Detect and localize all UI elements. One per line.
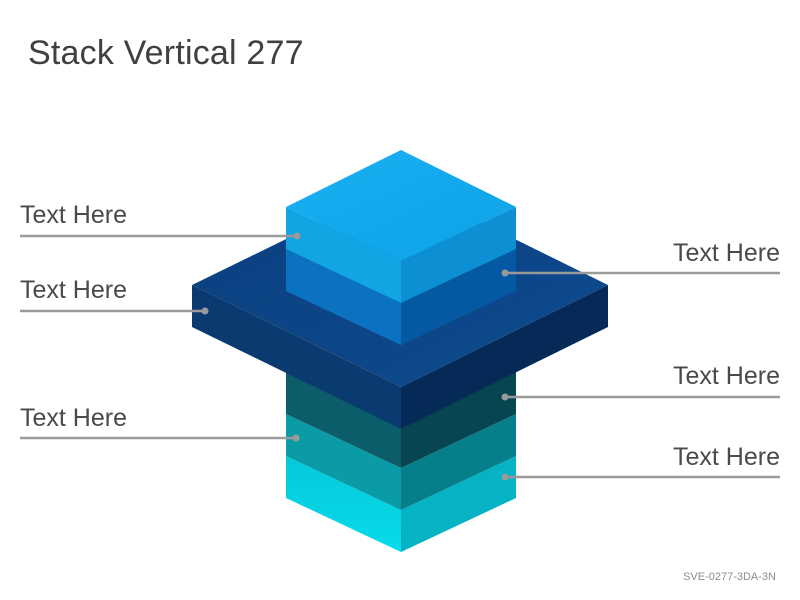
leader-dot-left-1	[293, 232, 301, 240]
label-left-3: Text Here	[20, 404, 127, 432]
leader-lines	[20, 234, 780, 479]
upper-block-left	[286, 249, 401, 345]
top-block	[286, 150, 516, 303]
upper-block	[286, 249, 516, 345]
label-left-1: Text Here	[20, 201, 127, 229]
label-right-2: Text Here	[673, 362, 780, 390]
label-left-2: Text Here	[20, 276, 127, 304]
slab-left-face	[192, 285, 401, 429]
teal-mid-layer-left	[286, 414, 401, 510]
footer-code: SVE-0277-3DA-3N	[683, 571, 776, 583]
leader-dots	[201, 232, 509, 481]
teal-dark-layer-left	[286, 372, 401, 468]
upper-block-right	[401, 249, 516, 345]
label-right-3: Text Here	[673, 443, 780, 471]
column-layers	[286, 372, 516, 552]
leader-dot-left-2	[201, 307, 209, 315]
cyan-layer-left	[286, 456, 401, 552]
leader-dot-right-1	[501, 269, 509, 277]
leader-dot-right-3	[501, 473, 509, 481]
teal-dark-layer-right	[401, 372, 516, 468]
top-block-right	[401, 207, 516, 303]
teal-mid-layer-right	[401, 414, 516, 510]
slab-right-face	[401, 285, 608, 429]
leader-dot-left-3	[292, 434, 300, 442]
top-block-top	[286, 150, 516, 261]
top-block-left	[286, 207, 401, 303]
page-title: Stack Vertical 277	[28, 34, 304, 72]
leader-dot-right-2	[501, 393, 509, 401]
cyan-layer-right	[401, 456, 516, 552]
label-right-1: Text Here	[673, 239, 780, 267]
